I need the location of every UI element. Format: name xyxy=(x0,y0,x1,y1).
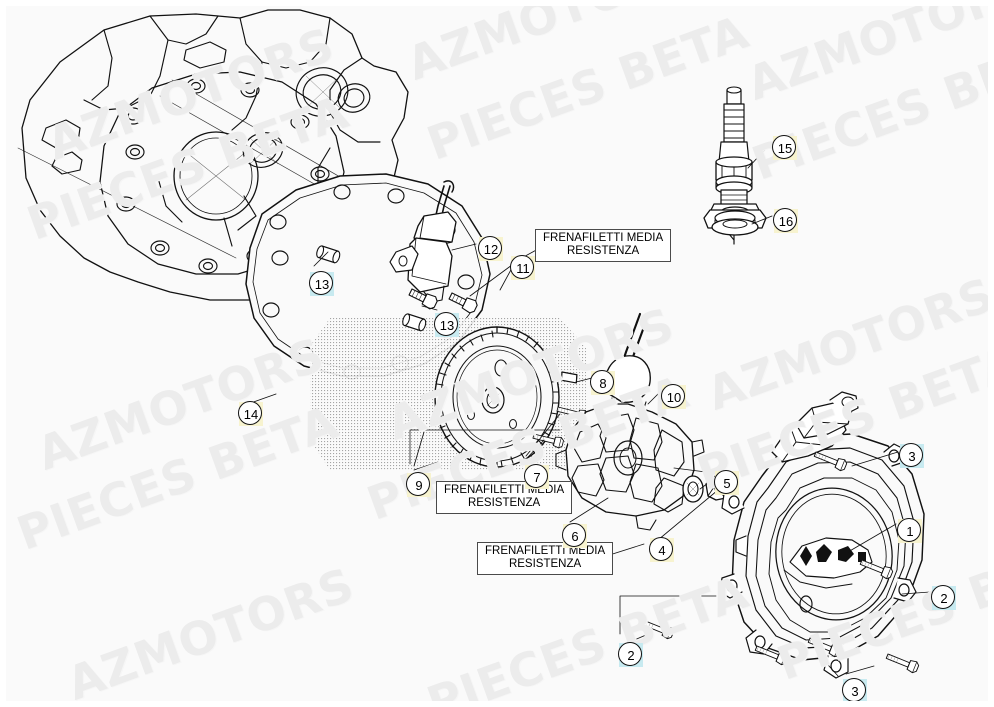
callout-number: 11 xyxy=(516,260,530,276)
callout-number: 2 xyxy=(940,590,948,606)
note-line-1: FRENAFILETTI MEDIA xyxy=(543,232,664,244)
callout-number: 13 xyxy=(439,317,455,333)
note-line-2: RESISTENZA xyxy=(566,245,640,257)
callout-number: 1 xyxy=(906,523,914,539)
callout-circle xyxy=(238,401,262,425)
callout-circle xyxy=(478,236,502,260)
callout-circle xyxy=(562,523,586,547)
callout-circle xyxy=(649,537,673,561)
callout-number: 15 xyxy=(777,140,793,156)
callout-circle xyxy=(897,518,921,542)
callout-number: 16 xyxy=(778,213,794,229)
note-line-2: RESISTENZA xyxy=(467,497,541,509)
callout-number: 12 xyxy=(483,241,499,257)
callout-bubble-2[interactable]: 2 xyxy=(618,642,644,668)
callout-number: 3 xyxy=(908,448,916,464)
callout-number: 4 xyxy=(658,542,666,558)
note-line-2: RESISTENZA xyxy=(508,558,582,570)
callout-number: 3 xyxy=(851,683,859,699)
callout-bubble-9[interactable]: 9 xyxy=(406,472,432,498)
callout-number: 5 xyxy=(723,475,731,491)
callout-circle xyxy=(524,464,548,488)
callout-bubble-13[interactable]: 13 xyxy=(309,271,335,297)
callout-circle xyxy=(842,678,866,702)
callout-number: 9 xyxy=(415,477,423,493)
callout-circle xyxy=(899,443,923,467)
callout-bubble-3[interactable]: 3 xyxy=(899,443,925,469)
callout-number: 7 xyxy=(533,469,541,485)
callout-number: 8 xyxy=(599,375,607,391)
callout-circle xyxy=(618,642,642,666)
callout-bubble-16[interactable]: 16 xyxy=(773,208,799,234)
callout-circle xyxy=(931,585,955,609)
callout-circle xyxy=(661,384,685,408)
callout-bubble-4[interactable]: 4 xyxy=(649,537,675,563)
callout-circle xyxy=(434,312,458,336)
callout-bubble-6[interactable]: 6 xyxy=(562,523,588,549)
callout-bubble-2[interactable]: 2 xyxy=(931,585,957,611)
callout-bubble-7[interactable]: 7 xyxy=(524,464,550,490)
callout-bubble-15[interactable]: 15 xyxy=(772,135,798,161)
callout-bubble-13[interactable]: 13 xyxy=(434,312,460,338)
callout-bubble-11[interactable]: 11 xyxy=(510,255,536,281)
callout-circle xyxy=(406,472,430,496)
callout-circle xyxy=(714,470,738,494)
callout-circle xyxy=(590,370,614,394)
callout-circle xyxy=(773,208,797,232)
callout-bubble-8[interactable]: 8 xyxy=(590,370,616,396)
note-line-1: FRENAFILETTI MEDIA xyxy=(485,545,606,557)
callout-circle xyxy=(510,255,534,279)
callout-bubble-5[interactable]: 5 xyxy=(714,470,740,496)
callout-number: 2 xyxy=(627,647,635,663)
callout-circle xyxy=(309,271,333,295)
callout-bubble-12[interactable]: 12 xyxy=(478,236,504,262)
callout-number: 13 xyxy=(314,276,330,292)
callout-bubble-10[interactable]: 10 xyxy=(661,384,687,410)
callout-number: 14 xyxy=(243,406,259,422)
callout-bubble-14[interactable]: 14 xyxy=(238,401,264,427)
callout-bubble-1[interactable]: 1 xyxy=(897,518,923,544)
callout-number: 6 xyxy=(571,528,579,544)
callout-bubble-3[interactable]: 3 xyxy=(842,678,868,704)
callout-circle xyxy=(772,135,796,159)
callout-number: 10 xyxy=(666,389,682,405)
